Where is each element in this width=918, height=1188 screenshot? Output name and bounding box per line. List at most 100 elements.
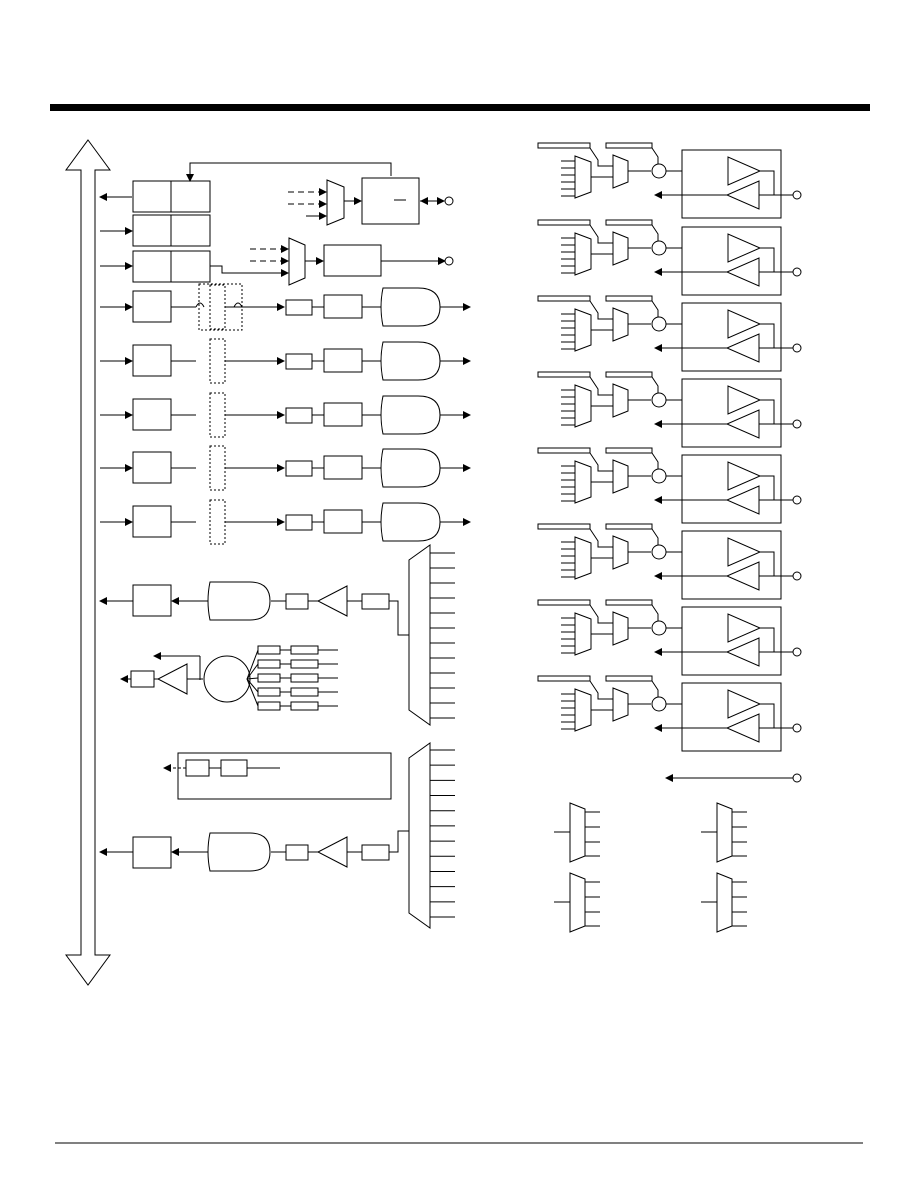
small-multiplexer-3 <box>554 872 600 933</box>
output-buffer-triangle <box>727 309 762 339</box>
multiplexer <box>574 460 592 504</box>
multiplexer <box>612 231 629 266</box>
config-field <box>537 675 591 682</box>
oscillator-row <box>120 645 338 711</box>
crystal-cap-block <box>290 673 319 683</box>
multiplexer <box>288 237 306 286</box>
config-field <box>605 599 653 606</box>
output-buffer-triangle <box>727 385 762 415</box>
or-gate <box>380 448 441 488</box>
config-field <box>605 219 653 226</box>
io-channel-5 <box>537 447 802 524</box>
io-channel-3 <box>537 295 802 372</box>
multiplexer <box>612 383 629 418</box>
control-node-icon <box>651 240 667 256</box>
register-pair-row-1 <box>99 162 454 226</box>
input-pin-line <box>665 773 802 783</box>
output-channel-row-3 <box>100 392 471 438</box>
crystal-cap-block <box>257 687 281 697</box>
or-gate <box>380 341 441 381</box>
pin-terminal-icon <box>792 419 802 429</box>
crystal-cap-block <box>257 701 281 711</box>
io-channel-7 <box>537 599 802 676</box>
and-gate <box>207 581 271 621</box>
multiplexer <box>574 155 592 199</box>
output-channel-row-4 <box>100 445 471 491</box>
crystal-cap-block <box>257 659 281 669</box>
crystal-cap-block <box>290 701 319 711</box>
or-gate <box>380 287 441 327</box>
and-gate <box>207 832 271 872</box>
pin-terminal-icon <box>444 196 454 206</box>
multiplexer <box>612 687 629 722</box>
wide-multiplexer-2 <box>408 742 455 929</box>
crystal-cap-block <box>257 673 281 683</box>
multiplexer <box>612 307 629 342</box>
output-channel-row-1 <box>100 283 471 331</box>
dashed-latch <box>209 499 226 545</box>
pin-terminal-icon <box>792 495 802 505</box>
config-field <box>605 142 653 149</box>
small-multiplexers <box>554 802 747 933</box>
multiplexer <box>326 179 345 226</box>
header-rule <box>50 104 870 111</box>
output-buffer-triangle <box>727 537 762 567</box>
or-gate <box>380 502 441 542</box>
dashed-latch <box>209 445 226 491</box>
output-buffer-triangle <box>727 461 762 491</box>
oscillator-circle-icon <box>203 655 251 703</box>
small-multiplexer-1 <box>554 802 600 863</box>
config-field <box>537 371 591 378</box>
register-pair-row-2 <box>100 214 211 247</box>
io-channel-8 <box>537 675 802 752</box>
config-field <box>537 219 591 226</box>
multiplexer <box>612 154 629 189</box>
or-gate <box>380 395 441 435</box>
crystal-cap-block <box>290 645 319 655</box>
control-node-icon <box>651 620 667 636</box>
output-buffer-triangle <box>727 613 762 643</box>
crystal-cap-block <box>257 645 281 655</box>
dashed-latch <box>209 392 226 438</box>
config-field <box>537 599 591 606</box>
control-node-icon <box>651 163 667 179</box>
config-field <box>537 447 591 454</box>
config-field <box>605 447 653 454</box>
io-channel-2 <box>537 219 802 296</box>
output-buffer-triangle <box>727 233 762 263</box>
input-channel-row-2 <box>99 830 409 872</box>
output-buffer-triangle <box>727 156 762 186</box>
io-channel-6 <box>537 523 802 600</box>
pin-terminal-icon <box>792 343 802 353</box>
dashed-latch <box>209 338 226 384</box>
config-field <box>537 295 591 302</box>
auxiliary-box <box>163 752 392 800</box>
multiplexer <box>612 459 629 494</box>
dashed-latch <box>209 284 226 330</box>
pin-terminal-icon <box>792 773 802 783</box>
crystal-cap-block <box>290 659 319 669</box>
multiplexer <box>574 688 592 732</box>
pin-terminal-icon <box>792 647 802 657</box>
multiplexer <box>574 612 592 656</box>
config-field <box>605 675 653 682</box>
crystal-cap-block <box>290 687 319 697</box>
output-channel-row-2 <box>100 338 471 384</box>
small-multiplexer-4 <box>701 872 747 933</box>
control-node-icon <box>651 392 667 408</box>
input-channel-row-1 <box>99 581 409 636</box>
config-field <box>537 523 591 530</box>
control-node-icon <box>651 468 667 484</box>
output-channel-row-5 <box>100 499 471 545</box>
multiplexer <box>574 232 592 276</box>
config-field <box>605 371 653 378</box>
config-field <box>605 523 653 530</box>
pin-terminal-icon <box>792 571 802 581</box>
multiplexer <box>612 611 629 646</box>
buffer-triangle <box>316 585 348 617</box>
bidirectional-bus-arrow-icon <box>65 139 111 986</box>
config-field <box>537 142 591 149</box>
control-node-icon <box>651 544 667 560</box>
buffer-triangle <box>156 663 188 695</box>
